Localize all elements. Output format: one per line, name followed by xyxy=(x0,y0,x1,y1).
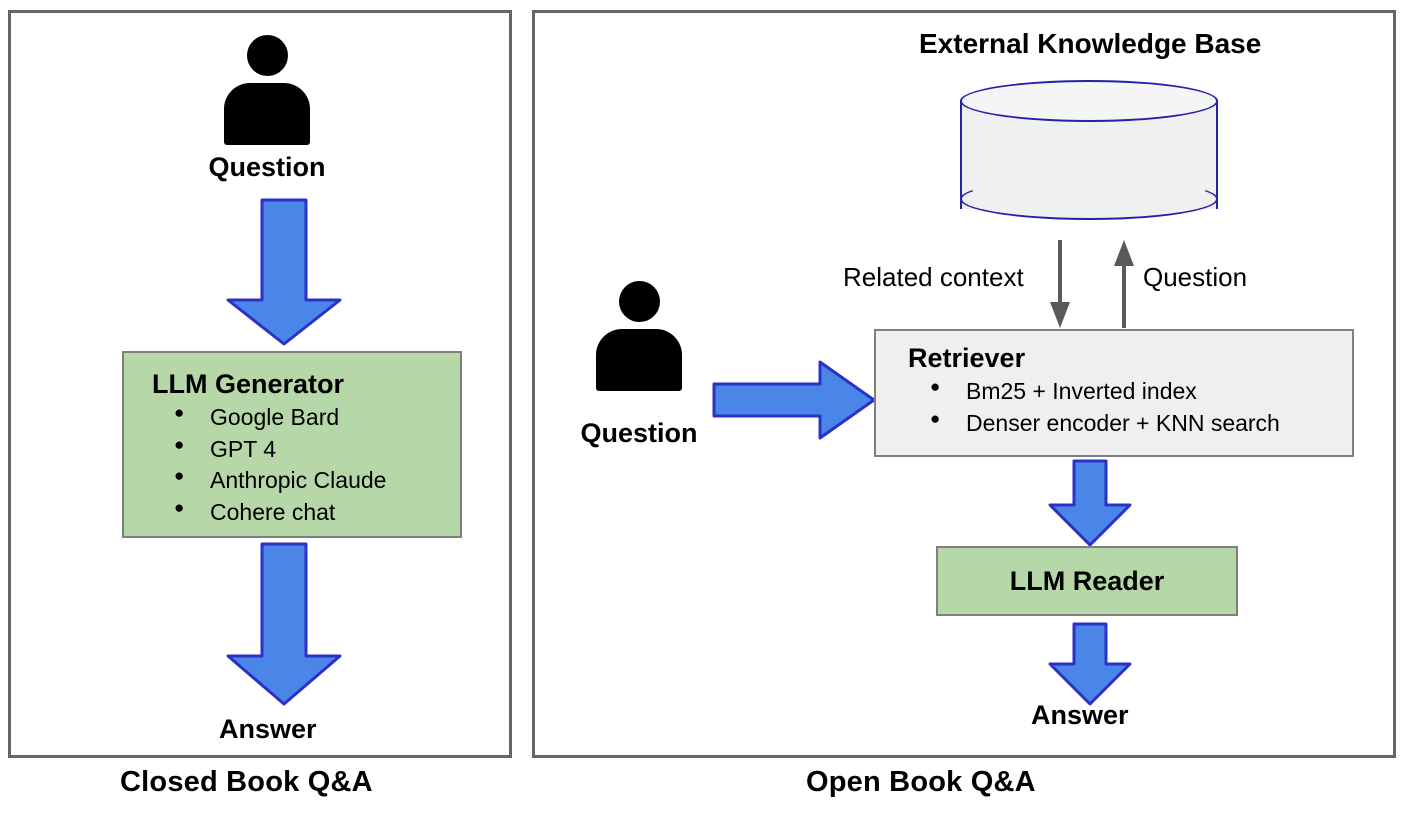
retriever-title: Retriever xyxy=(908,343,1026,373)
list-item: Denser encoder + KNN search xyxy=(908,407,1352,440)
person-head-icon xyxy=(619,281,660,322)
question-label-closed: Question xyxy=(208,152,326,182)
arrow-down-icon-related-context xyxy=(1050,240,1070,328)
question-label-open: Question xyxy=(580,418,698,448)
person-icon xyxy=(596,281,682,391)
list-item: GPT 4 xyxy=(152,433,460,466)
person-body-icon xyxy=(596,329,682,391)
list-item: Anthropic Claude xyxy=(152,464,460,497)
cylinder-bottom-ellipse xyxy=(960,178,1218,220)
llm-generator-box: LLM Generator Google Bard GPT 4 Anthropi… xyxy=(122,351,462,538)
llm-generator-title: LLM Generator xyxy=(152,369,345,399)
list-item: Google Bard xyxy=(152,401,460,434)
answer-label-open: Answer xyxy=(1031,700,1129,730)
edge-label-related-context: Related context xyxy=(843,262,1024,292)
retriever-box: Retriever Bm25 + Inverted index Denser e… xyxy=(874,329,1354,457)
answer-label-closed: Answer xyxy=(219,714,317,744)
arrow-down-icon-generator-to-answer xyxy=(226,542,342,706)
person-icon xyxy=(224,35,310,145)
knowledge-base-title: External Knowledge Base xyxy=(919,28,1262,59)
edge-label-question-to-kb: Question xyxy=(1143,262,1248,292)
caption-closed-book: Closed Book Q&A xyxy=(120,766,373,798)
llm-reader-title: LLM Reader xyxy=(1009,565,1165,596)
person-head-icon xyxy=(247,35,288,76)
retriever-list: Bm25 + Inverted index Denser encoder + K… xyxy=(908,375,1352,440)
cylinder-top-ellipse xyxy=(960,80,1218,122)
list-item: Bm25 + Inverted index xyxy=(908,375,1352,408)
database-cylinder-icon xyxy=(960,80,1218,229)
arrow-right-icon-question-to-retriever xyxy=(712,360,876,440)
arrow-up-icon-question-to-kb xyxy=(1114,240,1134,328)
list-item: Cohere chat xyxy=(152,496,460,529)
llm-generator-list: Google Bard GPT 4 Anthropic Claude Coher… xyxy=(152,401,460,529)
llm-reader-box: LLM Reader xyxy=(936,546,1238,616)
caption-open-book: Open Book Q&A xyxy=(806,766,1036,798)
arrow-down-icon-question-to-generator xyxy=(226,198,342,346)
arrow-down-icon-reader-to-answer xyxy=(1048,622,1132,706)
arrow-down-icon-retriever-to-reader xyxy=(1048,459,1132,547)
person-body-icon xyxy=(224,83,310,145)
